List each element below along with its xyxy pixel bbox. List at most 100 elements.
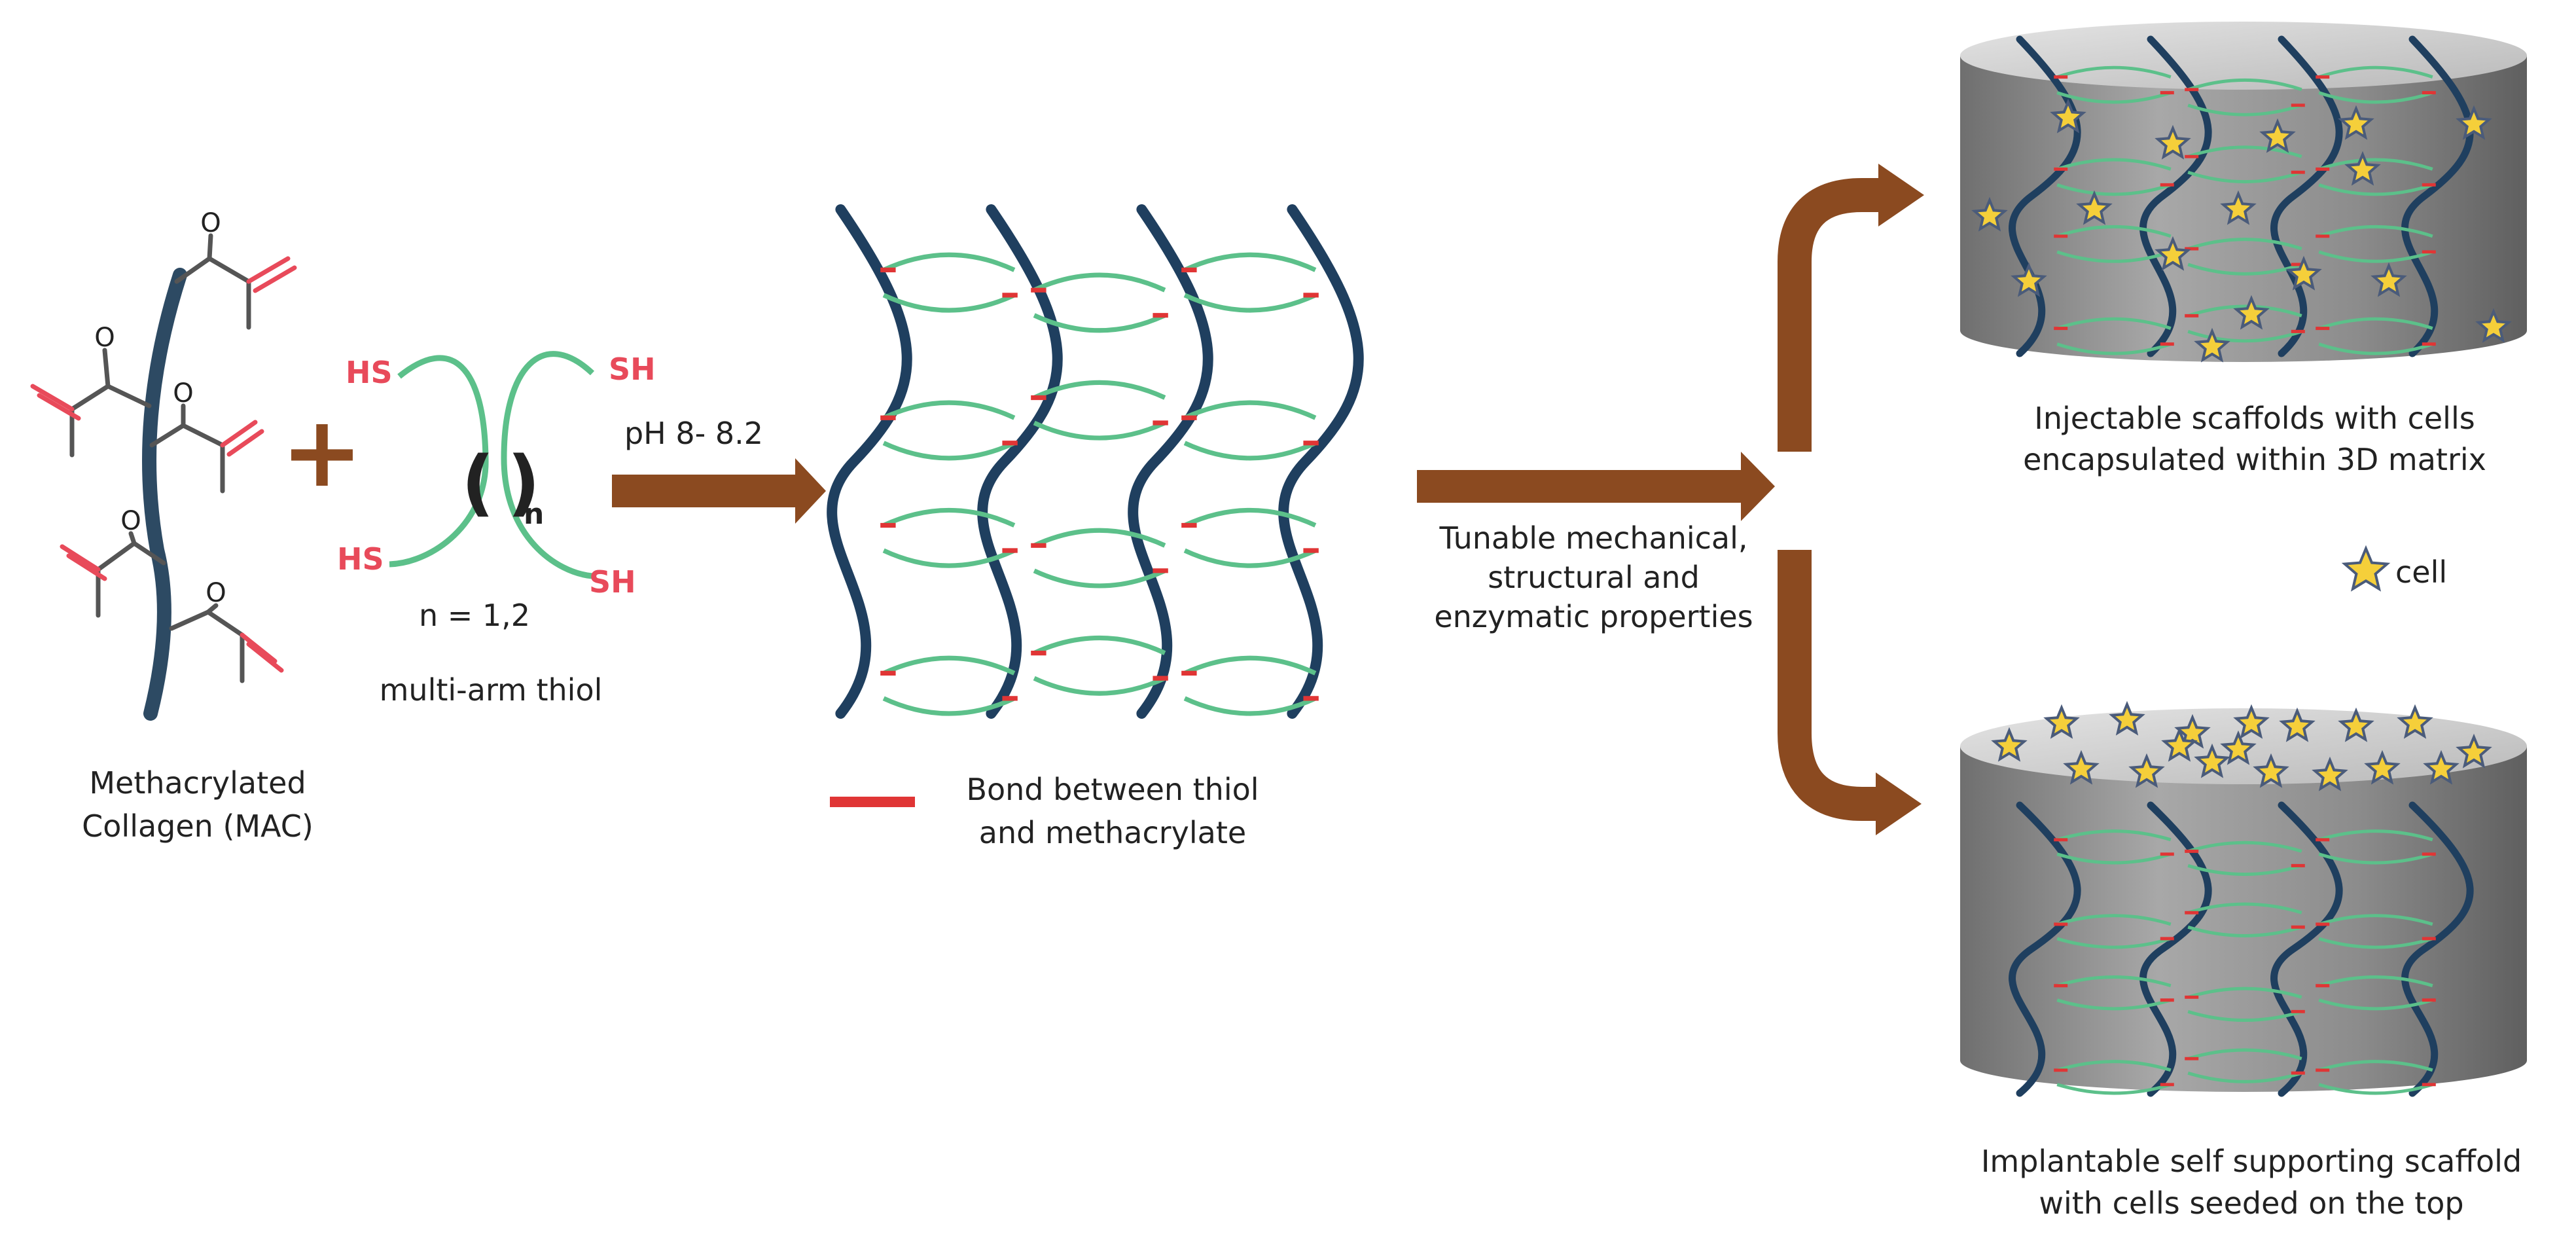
branch-arrow-down-head: [1876, 772, 1922, 835]
thiol-crosslink: [2056, 91, 2172, 104]
thiol-crosslink: [1033, 568, 1166, 588]
thiol-crosslink: [2187, 1071, 2302, 1083]
star-icon: [2043, 704, 2080, 739]
methacrylate-double-bond: [246, 256, 291, 284]
mac-bond: [102, 348, 111, 389]
star-icon: [2259, 118, 2296, 153]
star-icon: [2109, 700, 2145, 736]
thiol-crosslink: [2056, 317, 2172, 330]
collagen-strand: [2270, 801, 2343, 1097]
ph-label: pH 8- 8.2: [624, 416, 763, 451]
thiol-crosslink: [2056, 937, 2172, 949]
carbonyl-oxygen-label: O: [206, 578, 226, 608]
methacrylate-double-bond: [253, 265, 297, 293]
star-icon: [2194, 327, 2230, 363]
tunable-line2: structural and: [1488, 560, 1700, 595]
tunable-line1: Tunable mechanical,: [1439, 520, 1747, 556]
star-icon: [2341, 545, 2391, 592]
thiol-crosslink: [2318, 183, 2433, 196]
star-icon: [2233, 704, 2270, 739]
injectable-label-line1: Injectable scaffolds with cells: [2034, 401, 2475, 436]
thiol-arm: [501, 351, 595, 579]
thiol-crosslink: [882, 293, 1016, 313]
thiol-crosslink: [1033, 313, 1166, 333]
hs-label-bottom: HS: [337, 541, 384, 577]
sh-label-top: SH: [609, 352, 656, 387]
star-icon: [2220, 190, 2257, 225]
methacrylate-double-bond: [226, 429, 264, 457]
thiol-crosslink: [2056, 852, 2172, 865]
thiol-crosslink: [882, 507, 1016, 528]
star-icon: [2475, 308, 2512, 343]
thiol-crosslink: [2187, 78, 2302, 92]
carbonyl-oxygen-label: O: [120, 506, 141, 536]
methacrylate-double-bond: [60, 544, 101, 572]
star-icon: [2063, 750, 2100, 785]
cylinder-body: [1960, 746, 2527, 1092]
collagen-strand: [2401, 35, 2474, 357]
thiol-crosslink: [2187, 925, 2302, 937]
thiol-crosslink: [2187, 262, 2302, 276]
thiol-crosslink: [1033, 380, 1166, 400]
thiol-crosslink: [2318, 998, 2433, 1011]
carbonyl-oxygen-label: O: [200, 208, 221, 238]
star-icon: [2220, 730, 2257, 765]
star-icon: [2050, 98, 2086, 134]
star-icon: [2233, 295, 2270, 330]
star-icon: [2155, 236, 2191, 271]
collagen-strand: [2401, 801, 2474, 1097]
injectable-scaffold-cylinder: [1960, 22, 2527, 363]
star-icon: [2423, 750, 2460, 785]
methacrylate-double-bond: [66, 553, 107, 581]
mac-bond: [132, 541, 166, 566]
paren-left: (: [461, 441, 494, 524]
thiol-crosslink: [2056, 225, 2172, 238]
mac-bond: [207, 256, 251, 284]
methacrylate-double-bond: [30, 384, 75, 412]
methacrylate-double-bond: [240, 632, 277, 664]
thiol-crosslink: [2318, 975, 2433, 988]
thiol-crosslink: [1033, 676, 1166, 696]
implantable-scaffold-cylinder: [1960, 700, 2527, 1097]
thiol-crosslink: [882, 655, 1016, 676]
thiol-crosslink: [2187, 238, 2302, 251]
thiol-crosslink: [2187, 864, 2302, 877]
cell-legend-label: cell: [2395, 554, 2447, 590]
hs-label-top: HS: [346, 355, 393, 390]
tunable-line3: enzymatic properties: [1434, 599, 1753, 634]
thiol-crosslink: [2187, 987, 2302, 999]
thiol-crosslink: [2318, 937, 2433, 949]
star-icon: [2338, 707, 2374, 742]
mac-bond: [96, 541, 137, 572]
thiol-crosslink: [1183, 400, 1317, 420]
crosslinked-hydrogel-network: [827, 204, 1364, 719]
thiol-crosslink: [2056, 914, 2172, 926]
thiol-crosslink: [2318, 91, 2433, 104]
thiol-crosslink: [1183, 252, 1317, 272]
sh-label-bottom: SH: [589, 564, 636, 600]
thiol-crosslink: [1183, 655, 1317, 676]
star-icon: [2370, 262, 2407, 297]
bond-legend-line1: Bond between thiol: [966, 772, 1259, 807]
thiol-crosslink: [1033, 272, 1166, 293]
thiol-crosslink: [2056, 998, 2172, 1011]
mac-bond: [174, 256, 212, 284]
branch-arrow-up-head: [1878, 164, 1924, 226]
thiol-crosslink: [2187, 304, 2302, 317]
thiol-crosslink: [2187, 330, 2302, 343]
injectable-label-line2: encapsulated within 3D matrix: [2023, 442, 2486, 477]
thiol-crosslink: [1183, 696, 1317, 716]
thiol-crosslink: [2056, 158, 2172, 171]
star-icon: [2364, 750, 2401, 785]
star-icon: [2253, 753, 2289, 788]
collagen-strand: [977, 204, 1063, 719]
thiol-crosslink: [2187, 902, 2302, 914]
collagen-strand: [1278, 204, 1364, 719]
thiol-crosslink: [2318, 65, 2433, 79]
star-icon: [2279, 707, 2316, 742]
thiol-crosslink: [2056, 183, 2172, 196]
mac-label-line1: Methacrylated: [89, 765, 306, 801]
methacrylate-double-bond: [220, 420, 258, 448]
